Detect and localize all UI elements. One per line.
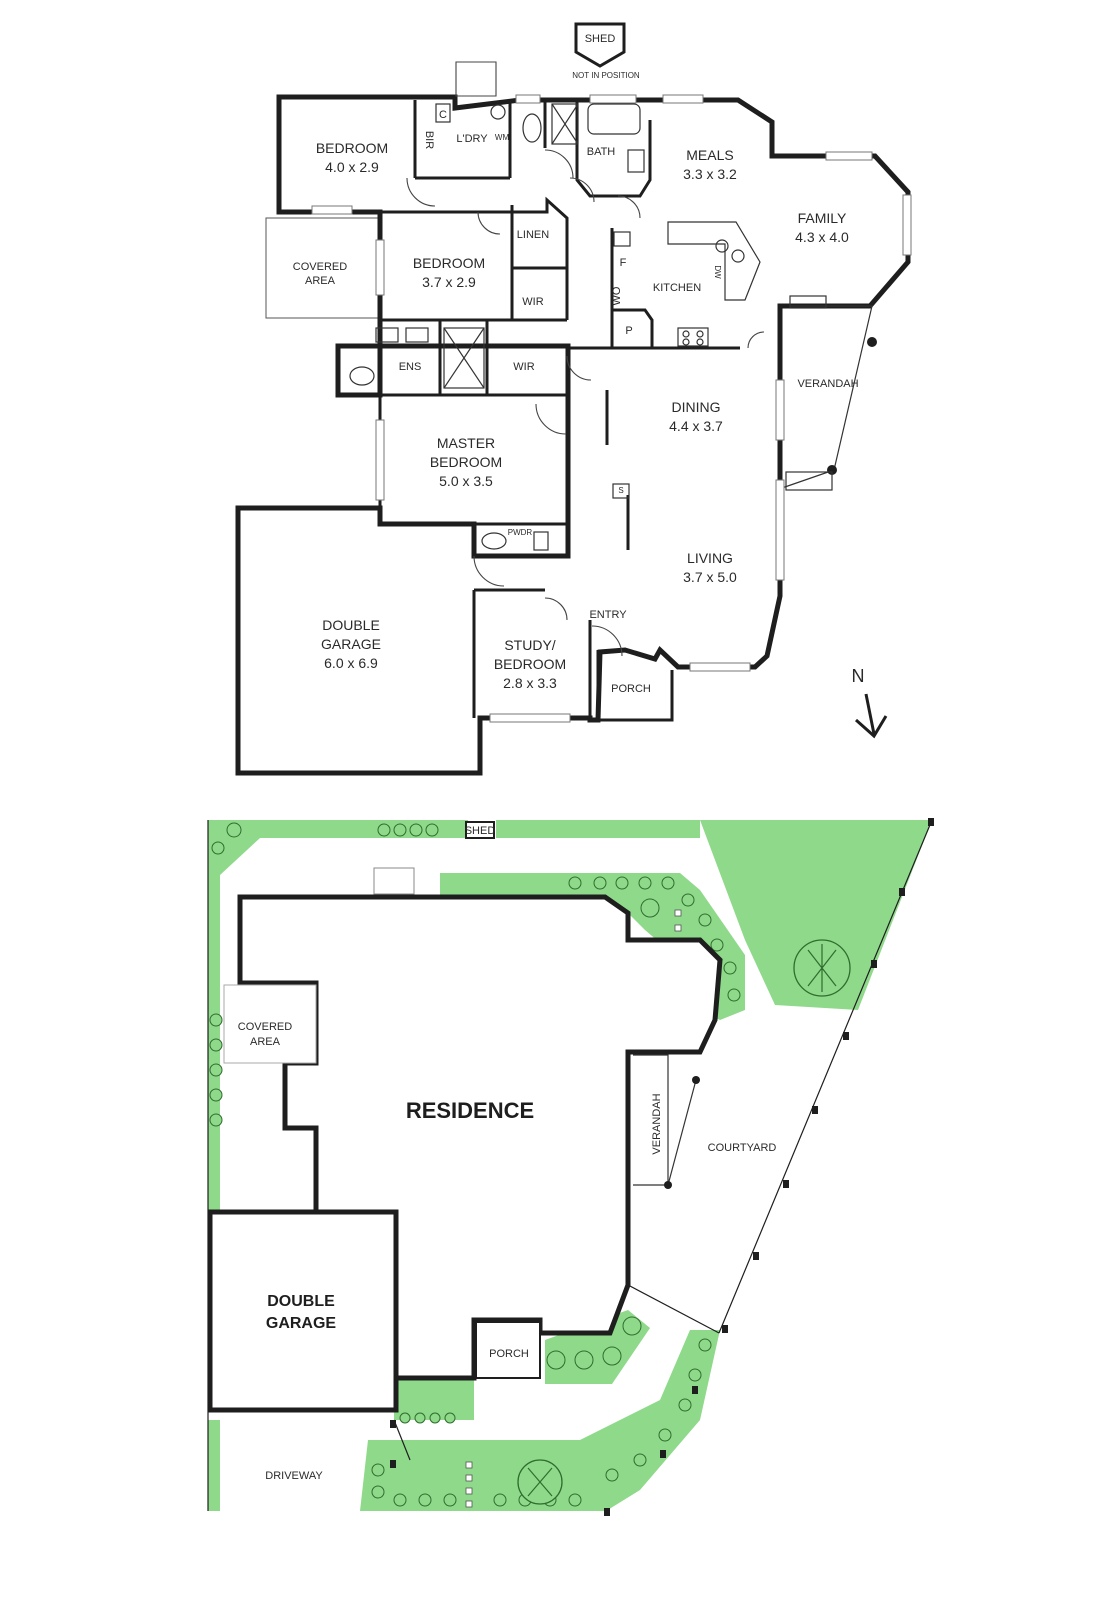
site-shed-label: SHED	[465, 825, 496, 837]
shed-label: SHED	[585, 33, 616, 45]
meals-dims: 3.3 x 3.2	[683, 166, 737, 182]
living-name: LIVING	[687, 550, 733, 566]
dw-label: DW	[713, 265, 722, 279]
site-porch-label: PORCH	[489, 1348, 529, 1360]
master-name-2: BEDROOM	[430, 454, 502, 470]
kitchen-label: KITCHEN	[653, 282, 701, 294]
covered-area-label-1: COVERED	[293, 261, 347, 273]
not-in-position-label: NOT IN POSITION	[572, 71, 640, 80]
windows	[311, 94, 912, 723]
bedroom1-name: BEDROOM	[316, 140, 388, 156]
north-label: N	[852, 666, 865, 686]
verandah-label: VERANDAH	[797, 378, 858, 390]
bedroom2-dims: 3.7 x 2.9	[422, 274, 476, 290]
f-label: F	[620, 257, 627, 269]
site-covered-label-1: COVERED	[238, 1021, 292, 1033]
doors	[406, 61, 765, 657]
meals-name: MEALS	[686, 147, 733, 163]
site-verandah-label: VERANDAH	[651, 1093, 663, 1154]
pwdr-label: PWDR	[508, 528, 533, 537]
c-label: C	[439, 109, 447, 121]
site-garage-label-2: GARAGE	[266, 1315, 337, 1332]
bir-label: BIR	[423, 131, 435, 149]
fence-posts	[390, 818, 934, 1516]
dining-name: DINING	[672, 399, 721, 415]
p-label: P	[625, 325, 632, 337]
master-name-1: MASTER	[437, 435, 495, 451]
study-dims: 2.8 x 3.3	[503, 675, 557, 691]
living-dims: 3.7 x 5.0	[683, 569, 737, 585]
family-name: FAMILY	[798, 210, 847, 226]
s-label: S	[618, 486, 623, 495]
wo-label: WO	[611, 286, 623, 305]
garage-name-2: GARAGE	[321, 636, 381, 652]
fixtures	[349, 103, 877, 551]
site-plan: SHED	[207, 818, 934, 1516]
ens-label: ENS	[399, 361, 422, 373]
wir2-label: WIR	[513, 361, 534, 373]
bedroom1-dims: 4.0 x 2.9	[325, 159, 379, 175]
garage-name-1: DOUBLE	[322, 617, 380, 633]
master-dims: 5.0 x 3.5	[439, 473, 493, 489]
site-garage-label-1: DOUBLE	[267, 1293, 335, 1310]
shrubs	[209, 822, 741, 1507]
wir1-label: WIR	[522, 296, 543, 308]
study-name-2: BEDROOM	[494, 656, 566, 672]
porch-label: PORCH	[611, 683, 651, 695]
bedroom2-name: BEDROOM	[413, 255, 485, 271]
wm-label: WM	[495, 133, 510, 142]
garage-dims: 6.0 x 6.9	[324, 655, 378, 671]
dining-dims: 4.4 x 3.7	[669, 418, 723, 434]
linen-label: LINEN	[517, 229, 549, 241]
north-arrow: N	[852, 666, 888, 739]
laundry-label: L'DRY	[456, 133, 488, 145]
study-name-1: STUDY/	[504, 637, 555, 653]
family-dims: 4.3 x 4.0	[795, 229, 849, 245]
courtyard-label: COURTYARD	[708, 1142, 777, 1154]
floor-plan-labels: SHED NOT IN POSITION BEDROOM 4.0 x 2.9 C…	[293, 33, 859, 695]
covered-area-label-2: AREA	[305, 275, 336, 287]
entry-label: ENTRY	[589, 609, 627, 621]
floor-plan-walls	[235, 22, 911, 776]
residence-label: RESIDENCE	[406, 1098, 534, 1123]
driveway-label: DRIVEWAY	[265, 1470, 323, 1482]
site-covered-label-2: AREA	[250, 1036, 281, 1048]
bath-label: BATH	[587, 146, 616, 158]
trees	[517, 939, 851, 1505]
